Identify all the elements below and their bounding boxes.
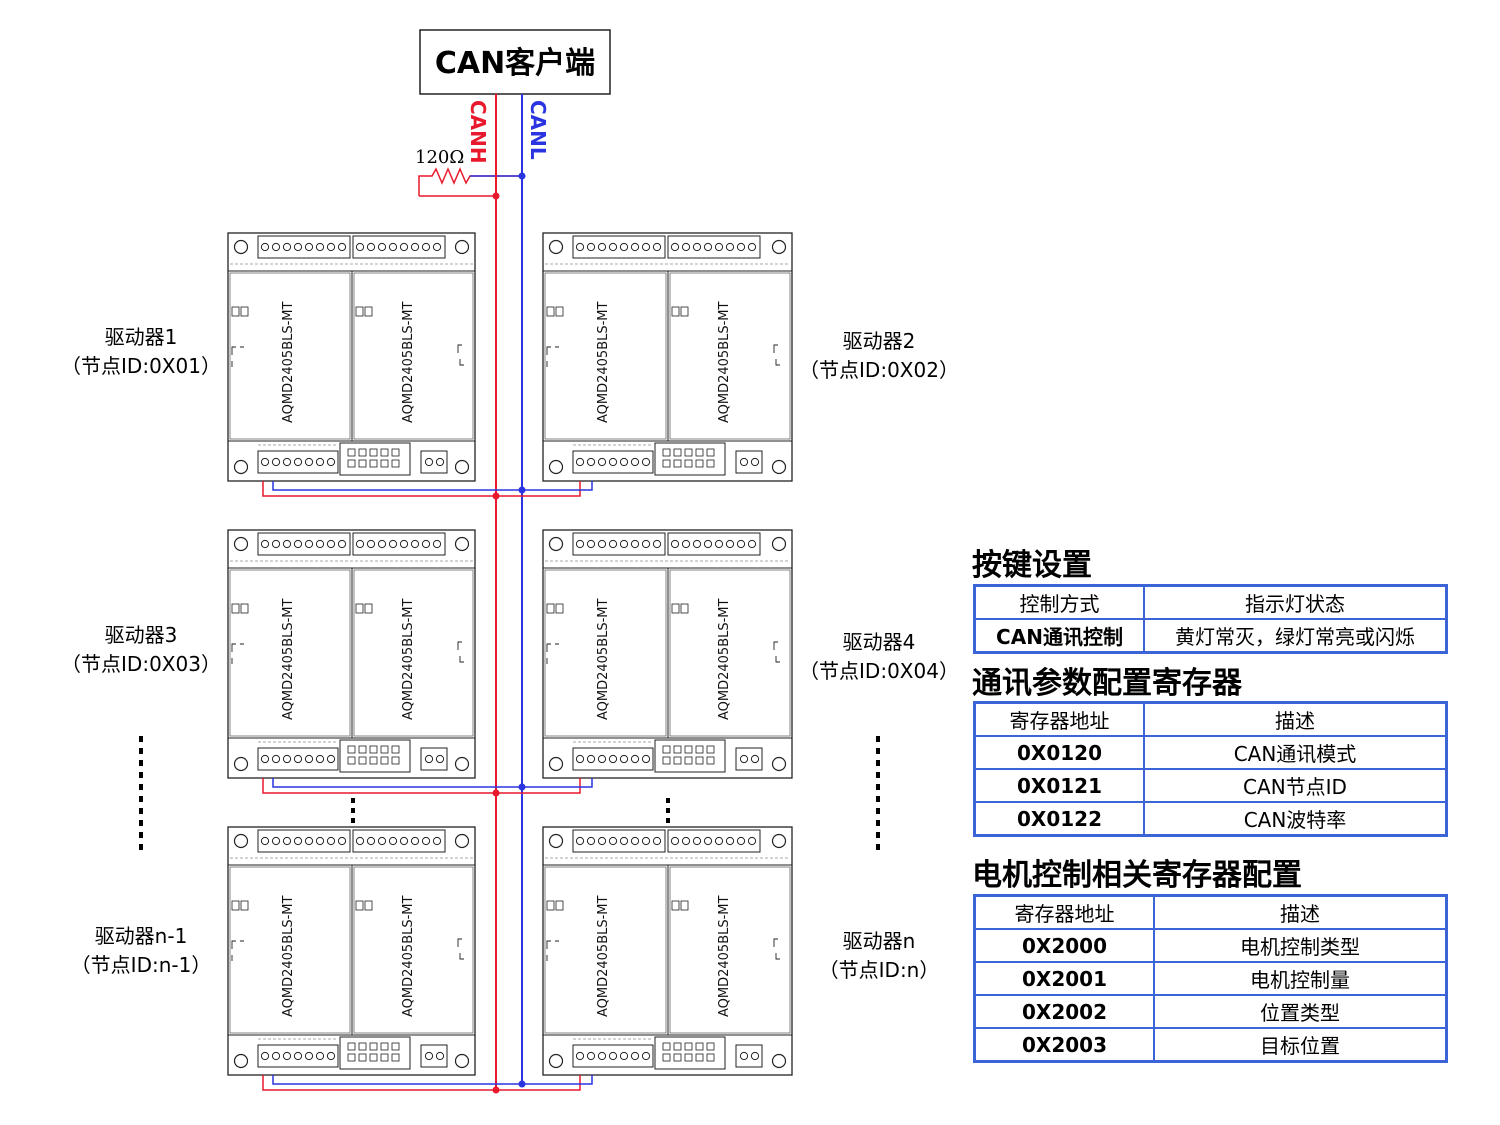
can-client: CAN客户端 <box>419 29 611 95</box>
table-cell: 0X0120 <box>973 735 1145 770</box>
driver-name: 驱动器n-1 <box>94 924 188 948</box>
board-model-label: AQMD2405BLS-MT <box>596 895 611 1017</box>
board-model-label: AQMD2405BLS-MT <box>401 301 416 423</box>
table-header-cell: 指示灯状态 <box>1143 584 1448 620</box>
table-cell: 电机控制类型 <box>1153 928 1448 963</box>
canl-branch-wire <box>272 481 593 491</box>
driver-1-annotation: 驱动器1 （节点ID:0X01） <box>46 323 236 381</box>
ellipsis-dots <box>139 736 880 850</box>
table-cell: 位置类型 <box>1153 994 1448 1029</box>
driver-node-id: （节点ID:0X03） <box>61 652 221 676</box>
driver-name: 驱动器n <box>842 929 916 953</box>
driver-name: 驱动器4 <box>842 630 916 654</box>
table-header-row: 控制方式 指示灯状态 <box>973 584 1448 620</box>
comm-registers-table: 寄存器地址 描述 0X0120 CAN通讯模式 0X0121 CAN节点ID 0… <box>973 701 1448 837</box>
board-model-label: AQMD2405BLS-MT <box>401 895 416 1017</box>
driver-name: 驱动器3 <box>104 623 178 647</box>
board-model-label: AQMD2405BLS-MT <box>401 598 416 720</box>
table-cell: 0X2002 <box>973 994 1155 1029</box>
board-model-label: AQMD2405BLS-MT <box>717 895 732 1017</box>
driver-node-id: （节点ID:n-1） <box>70 953 212 977</box>
table-row: 0X2001 电机控制量 <box>973 961 1448 996</box>
driver-name: 驱动器1 <box>104 325 178 349</box>
driver-board: AQMD2405BLS-MT AQMD2405BLS-MT <box>227 232 476 482</box>
table-row: 0X2000 电机控制类型 <box>973 928 1448 963</box>
board-model-label: AQMD2405BLS-MT <box>281 301 296 423</box>
driver-board: AQMD2405BLS-MT AQMD2405BLS-MT <box>227 529 476 779</box>
can-client-label: CAN客户端 <box>435 46 595 81</box>
board-model-label: AQMD2405BLS-MT <box>717 598 732 720</box>
driver-node-id: （节点ID:0X01） <box>61 354 221 378</box>
canl-junction-dot <box>518 1080 526 1088</box>
table-row: 0X0122 CAN波特率 <box>973 801 1448 837</box>
canh-branch-wire <box>262 778 581 794</box>
driver-n-1-annotation: 驱动器n-1 （节点ID:n-1） <box>46 922 236 980</box>
table-row: 0X0120 CAN通讯模式 <box>973 735 1448 770</box>
canl-label: CANL <box>526 100 550 160</box>
board-model-label: AQMD2405BLS-MT <box>281 598 296 720</box>
resistor-label: 120Ω <box>415 147 464 168</box>
motor-registers-table: 寄存器地址 描述 0X2000 电机控制类型 0X2001 电机控制量 0X20… <box>973 894 1448 1063</box>
driver-4-annotation: 驱动器4 （节点ID:0X04） <box>784 628 974 686</box>
table-header-cell: 描述 <box>1143 701 1448 737</box>
driver-name: 驱动器2 <box>842 329 916 353</box>
driver-node-id: （节点ID:0X02） <box>799 358 959 382</box>
driver-board: AQMD2405BLS-MT AQMD2405BLS-MT <box>542 529 793 779</box>
comm-registers-title: 通讯参数配置寄存器 <box>972 666 1242 701</box>
canh-branch-wire <box>262 481 581 497</box>
board-model-label: AQMD2405BLS-MT <box>596 598 611 720</box>
table-cell: 0X0122 <box>973 801 1145 837</box>
driver-board: AQMD2405BLS-MT AQMD2405BLS-MT <box>542 232 793 482</box>
canh-branch-wire <box>262 1075 581 1091</box>
driver-n-annotation: 驱动器n （节点ID:n） <box>784 927 974 985</box>
table-cell: CAN波特率 <box>1143 801 1448 837</box>
canl-junction-dot <box>518 172 526 180</box>
table-cell: CAN节点ID <box>1143 768 1448 803</box>
canl-junction-dot <box>518 783 526 791</box>
canl-branch-wire <box>272 1075 593 1085</box>
table-cell: 0X2001 <box>973 961 1155 996</box>
table-cell: CAN通讯控制 <box>973 618 1145 654</box>
table-cell: 0X2003 <box>973 1027 1155 1063</box>
table-header-cell: 寄存器地址 <box>973 894 1155 930</box>
table-header-cell: 描述 <box>1153 894 1448 930</box>
key-settings-table: 控制方式 指示灯状态 CAN通讯控制 黄灯常灭，绿灯常亮或闪烁 <box>973 584 1448 654</box>
canl-branch-wire <box>272 778 593 788</box>
table-cell: 目标位置 <box>1153 1027 1448 1063</box>
driver-2-annotation: 驱动器2 （节点ID:0X02） <box>784 327 974 385</box>
driver-node-id: （节点ID:0X04） <box>799 659 959 683</box>
table-row: 0X0121 CAN节点ID <box>973 768 1448 803</box>
table-row: 0X2003 目标位置 <box>973 1027 1448 1063</box>
table-header-row: 寄存器地址 描述 <box>973 701 1448 737</box>
table-cell: 0X2000 <box>973 928 1155 963</box>
table-row: CAN通讯控制 黄灯常灭，绿灯常亮或闪烁 <box>973 618 1448 654</box>
table-row: 0X2002 位置类型 <box>973 994 1448 1029</box>
board-model-label: AQMD2405BLS-MT <box>717 301 732 423</box>
table-header-cell: 寄存器地址 <box>973 701 1145 737</box>
table-header-cell: 控制方式 <box>973 584 1145 620</box>
canh-junction-dot <box>492 789 500 797</box>
driver-3-annotation: 驱动器3 （节点ID:0X03） <box>46 621 236 679</box>
table-cell: 电机控制量 <box>1153 961 1448 996</box>
motor-registers-title: 电机控制相关寄存器配置 <box>972 858 1302 893</box>
table-header-row: 寄存器地址 描述 <box>973 894 1448 930</box>
table-cell: CAN通讯模式 <box>1143 735 1448 770</box>
termination-resistor <box>418 167 522 197</box>
table-cell: 黄灯常灭，绿灯常亮或闪烁 <box>1143 618 1448 654</box>
canh-junction-dot <box>492 1086 500 1094</box>
driver-board: AQMD2405BLS-MT AQMD2405BLS-MT <box>542 826 793 1076</box>
canh-junction-dot <box>492 192 500 200</box>
key-settings-title: 按键设置 <box>972 548 1092 583</box>
driver-board: AQMD2405BLS-MT AQMD2405BLS-MT <box>227 826 476 1076</box>
table-cell: 0X0121 <box>973 768 1145 803</box>
board-model-label: AQMD2405BLS-MT <box>281 895 296 1017</box>
board-model-label: AQMD2405BLS-MT <box>596 301 611 423</box>
canh-junction-dot <box>492 492 500 500</box>
canl-junction-dot <box>518 486 526 494</box>
canh-label: CANH <box>466 100 490 164</box>
driver-node-id: （节点ID:n） <box>818 958 940 982</box>
